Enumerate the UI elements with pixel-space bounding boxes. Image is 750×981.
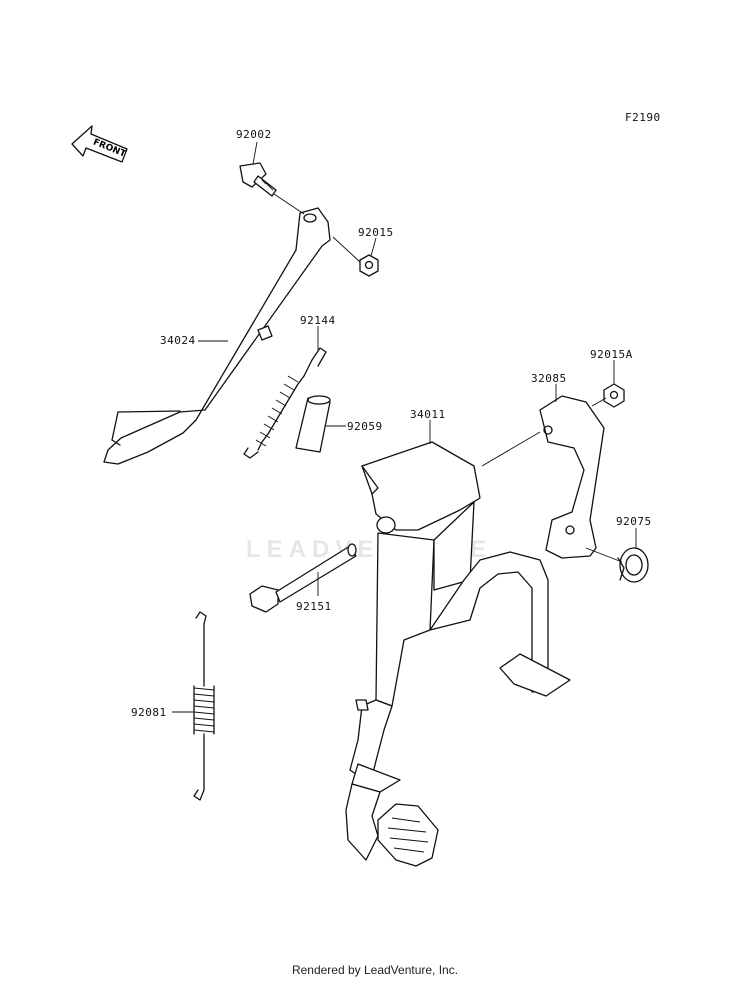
collar-92059-drawing	[295, 395, 331, 453]
front-arrow-icon: FRONT	[71, 125, 128, 163]
nut-92015-drawing	[359, 254, 379, 277]
bracket-32085-drawing	[539, 395, 605, 559]
part-label-92059[interactable]: 92059	[347, 420, 383, 433]
figure-code: F2190	[625, 111, 661, 124]
spring-92081-drawing	[193, 611, 215, 801]
main-stand-34011-drawing	[345, 441, 571, 867]
part-label-92081[interactable]: 92081	[131, 706, 167, 719]
bearing-92075-drawing	[617, 547, 649, 583]
part-label-92015[interactable]: 92015	[358, 226, 394, 239]
nut-92015a-drawing	[603, 383, 625, 408]
part-label-34011[interactable]: 34011	[410, 408, 446, 421]
footer-credit: Rendered by LeadVenture, Inc.	[291, 963, 459, 977]
spring-92144-drawing	[243, 347, 327, 459]
part-label-92075[interactable]: 92075	[616, 515, 652, 528]
part-label-92002[interactable]: 92002	[236, 128, 272, 141]
part-label-92151[interactable]: 92151	[296, 600, 332, 613]
part-label-92015a[interactable]: 92015A	[590, 348, 633, 361]
side-stand-34024-drawing	[103, 207, 331, 465]
shaft-92151-drawing	[249, 543, 357, 613]
leader-lines	[172, 141, 637, 713]
part-label-32085[interactable]: 32085	[531, 372, 567, 385]
part-label-34024[interactable]: 34024	[160, 334, 196, 347]
bolt-92002-drawing	[239, 162, 277, 197]
part-label-92144[interactable]: 92144	[300, 314, 336, 327]
